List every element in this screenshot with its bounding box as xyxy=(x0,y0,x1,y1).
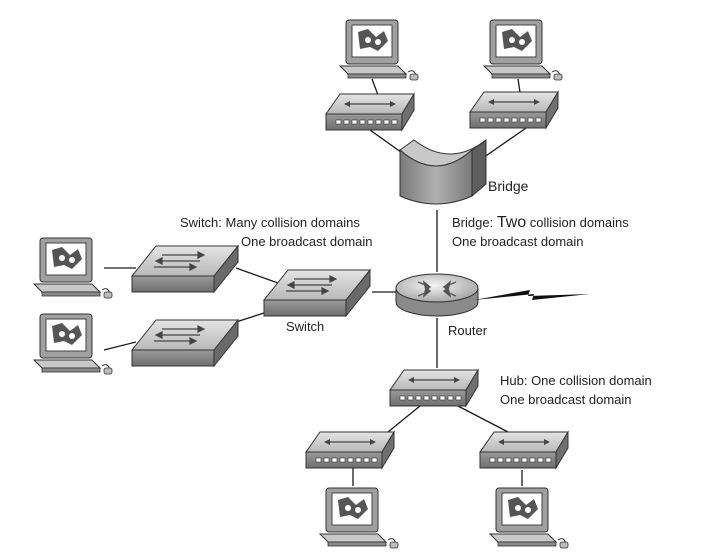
switch-annotation-line1: Switch: Many collision domains xyxy=(180,215,360,230)
bridge-annotation-line2: One broadcast domain xyxy=(452,234,584,249)
pc-bottom-left xyxy=(319,487,399,549)
hub-top-left xyxy=(325,93,415,131)
hub-bottom-right xyxy=(479,431,569,469)
hub-annotation-line2: One broadcast domain xyxy=(500,392,632,407)
pc-top-left xyxy=(339,19,419,81)
pc-left-upper xyxy=(33,237,113,299)
hub-bottom-left xyxy=(305,431,395,469)
hub-center xyxy=(389,369,479,407)
router-device xyxy=(395,273,479,317)
pc-top-right xyxy=(483,19,563,81)
bridge-label: Bridge xyxy=(488,178,529,194)
pc-bottom-right xyxy=(489,487,569,549)
bridge-device xyxy=(399,139,487,205)
hub-top-right xyxy=(469,91,559,129)
switch-annotation-line2: One broadcast domain xyxy=(241,234,373,249)
bridge-annotation-suffix: collision domains xyxy=(526,215,629,230)
hub-annotation-line1: Hub: One collision domain xyxy=(500,373,652,388)
bridge-annotation-line1: Bridge: Two collision domains xyxy=(452,214,629,231)
pc-left-lower xyxy=(33,313,113,375)
switch-label: Switch xyxy=(286,319,325,334)
bridge-annotation-two: Two xyxy=(496,214,527,231)
router-label: Router xyxy=(448,323,488,338)
switch-left-lower xyxy=(131,319,239,367)
switch-center xyxy=(263,269,371,317)
switch-left-upper xyxy=(131,245,239,293)
bridge-annotation-prefix: Bridge: xyxy=(452,215,497,230)
wan-link-icon xyxy=(474,290,590,300)
